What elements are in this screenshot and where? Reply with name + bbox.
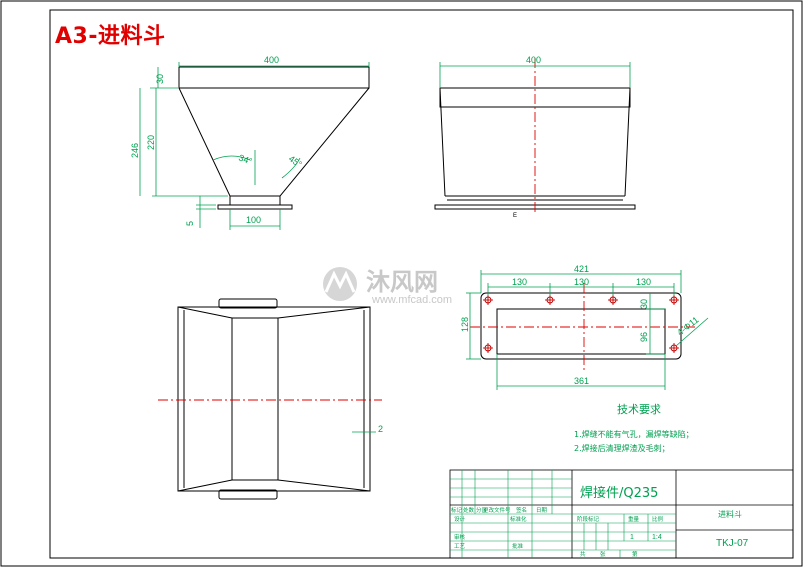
tech-item-1: 1.焊缝不能有气孔，漏焊等缺陷； bbox=[574, 429, 694, 439]
tb-label-stage-mark: 阶段标记 bbox=[577, 515, 600, 523]
flange-dim-inner-height: 96 bbox=[639, 332, 649, 342]
tb-quantity: 1 bbox=[630, 534, 634, 541]
flange-dim-pitch-3: 130 bbox=[636, 277, 651, 287]
tb-label-weight: 重量 bbox=[628, 515, 640, 523]
flange-dim-hole: 4-Φ11 bbox=[675, 315, 700, 338]
plan-dim-plate: 2 bbox=[378, 424, 383, 434]
inner-frame bbox=[49, 9, 794, 559]
tb-label-process: 工艺 bbox=[454, 543, 466, 550]
tb-label-total: 共 bbox=[580, 550, 586, 558]
tb-label-approve: 批准 bbox=[512, 542, 524, 550]
tb-label-design: 设计 bbox=[454, 515, 466, 523]
tb-label-signature: 签名 bbox=[516, 506, 527, 514]
tb-part-name: 进料斗 bbox=[718, 509, 742, 519]
side-dim-top-width: 400 bbox=[526, 55, 541, 65]
tb-label-date: 日期 bbox=[536, 507, 548, 514]
tb-scale: 1:4 bbox=[652, 534, 662, 541]
flange-dim-pitch-1: 130 bbox=[512, 277, 527, 287]
front-dim-angle-2: 45° bbox=[287, 153, 304, 169]
watermark-url: www.mfcad.com bbox=[371, 294, 452, 306]
front-dim-hopper-height: 220 bbox=[146, 135, 156, 150]
flange-dim-edge: 30 bbox=[639, 299, 649, 309]
tb-label-sheet: 张 bbox=[600, 550, 606, 558]
watermark-brand: 沐风网 bbox=[366, 268, 438, 296]
front-view: 400 30 246 220 34° 45° 100 5 bbox=[130, 55, 370, 230]
tb-label-page: 第 bbox=[632, 550, 638, 558]
side-view: 400 E bbox=[434, 55, 636, 219]
tech-requirements: 技术要求 1.焊缝不能有气孔，漏焊等缺陷； 2.焊接后清理焊渣及毛刺； bbox=[574, 403, 694, 453]
tb-label-change-doc: 更改文件号 bbox=[483, 506, 511, 514]
flange-dim-pitch-2: 130 bbox=[574, 277, 589, 287]
front-dim-flange-height: 30 bbox=[155, 74, 165, 84]
sheet-title: A3-进料斗 bbox=[55, 24, 166, 49]
tb-drawing-no: TKJ-07 bbox=[716, 538, 749, 549]
tb-label-review: 审核 bbox=[454, 533, 466, 541]
flange-dim-overall: 421 bbox=[574, 264, 589, 274]
tb-label-zone: 分区 bbox=[476, 506, 488, 514]
flange-dim-inner-width: 361 bbox=[574, 376, 589, 386]
watermark: 沐风网 www.mfcad.com bbox=[323, 267, 452, 306]
tb-material: 焊接件/Q235 bbox=[580, 485, 658, 501]
front-dim-bottom-width: 100 bbox=[246, 215, 261, 225]
front-dim-top-width: 400 bbox=[264, 55, 279, 65]
tb-label-mark: 标记 bbox=[451, 506, 463, 514]
front-dim-total-height: 246 bbox=[130, 143, 140, 158]
front-dim-angle-1: 34° bbox=[237, 152, 254, 166]
tb-label-scale: 比例 bbox=[652, 515, 664, 523]
plan-view: 2 bbox=[158, 298, 383, 500]
front-dim-bottom-thickness: 5 bbox=[185, 221, 195, 226]
tb-label-standardize: 标准化 bbox=[510, 515, 527, 523]
tb-label-count: 处数 bbox=[463, 506, 475, 514]
tech-item-2: 2.焊接后清理焊渣及毛刺； bbox=[574, 443, 670, 453]
flange-view: 421 130 130 130 128 96 30 4-Φ11 361 bbox=[460, 264, 709, 390]
tech-heading: 技术要求 bbox=[617, 403, 661, 416]
title-block: 标记 处数 分区 更改文件号 签名 日期 设计 标准化 阶段标记 重量 比例 审… bbox=[449, 469, 794, 559]
flange-dim-height: 128 bbox=[460, 317, 470, 332]
side-section-mark: E bbox=[513, 213, 517, 219]
